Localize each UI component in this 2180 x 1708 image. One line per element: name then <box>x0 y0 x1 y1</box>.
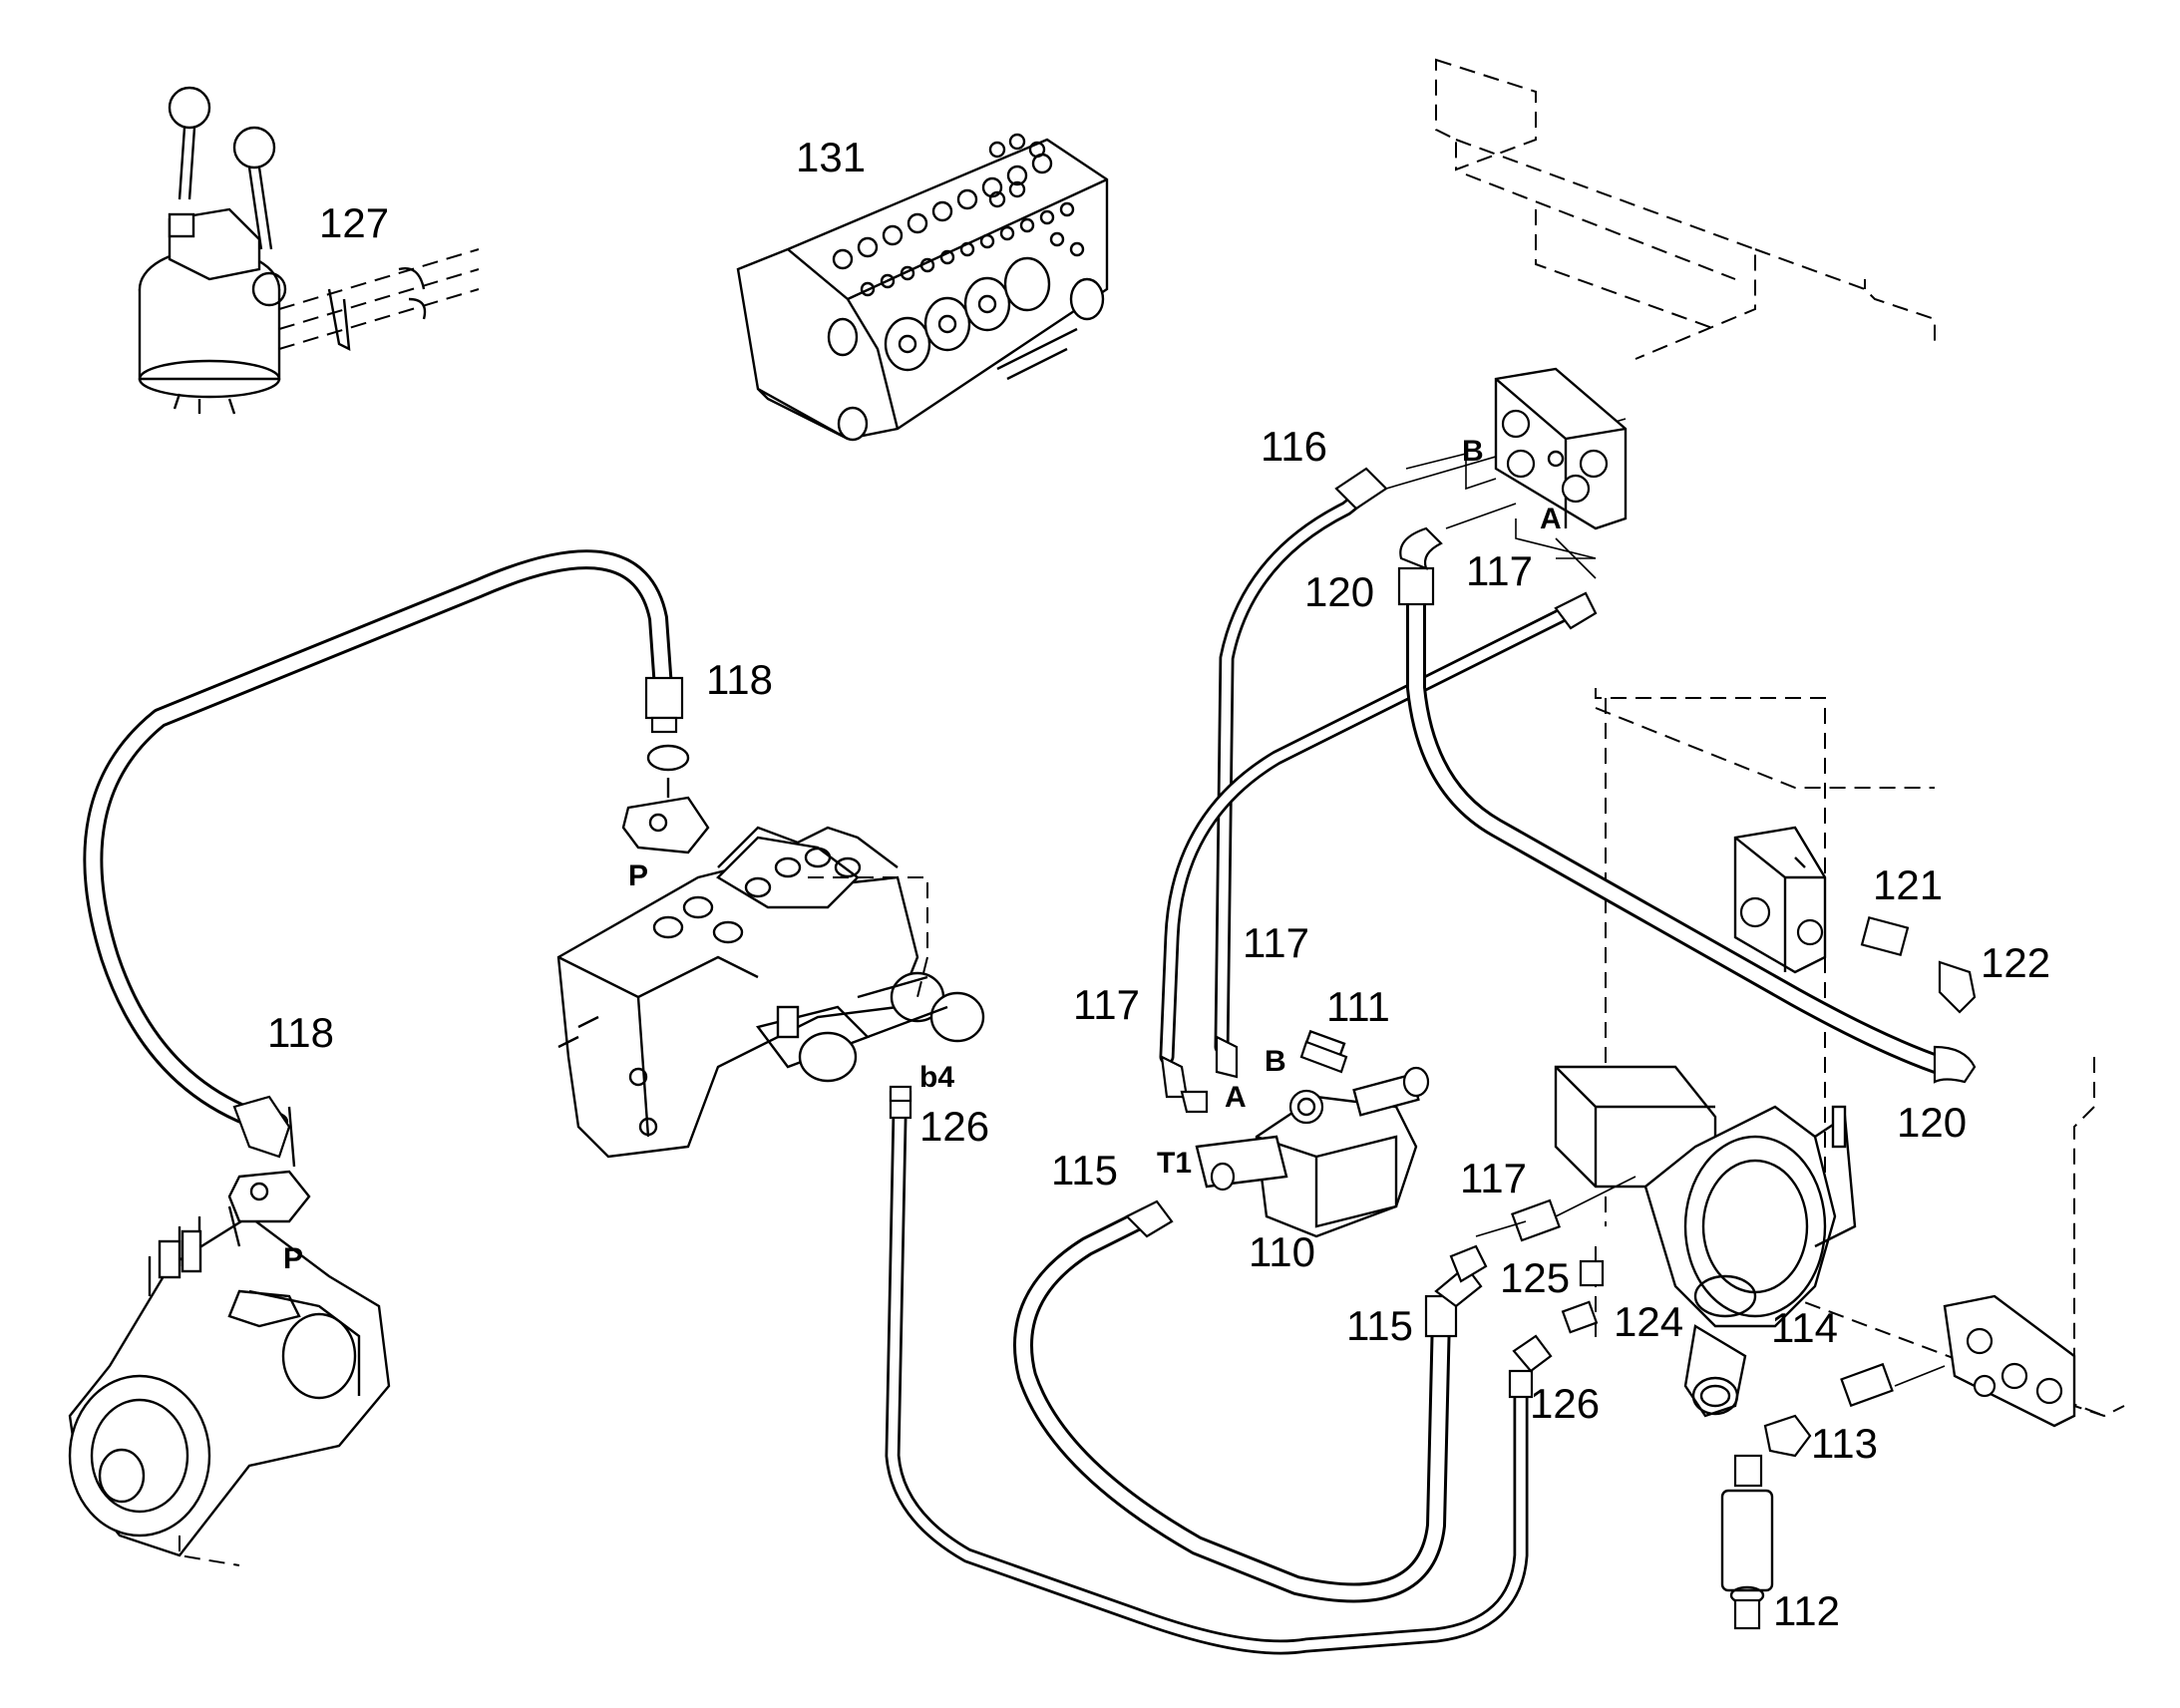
fitting-124[interactable] <box>1561 1259 1605 1334</box>
port-b-valve110: B <box>1265 1045 1286 1078</box>
hose-126[interactable] <box>885 1090 1553 1655</box>
fitting-116[interactable] <box>1511 1198 1561 1242</box>
callout-127: 127 <box>319 199 389 246</box>
callout-124: 124 <box>1614 1298 1683 1345</box>
callout-126-top: 126 <box>919 1103 989 1150</box>
hose-115[interactable] <box>1013 1199 1483 1603</box>
callout-118-left: 118 <box>267 1009 334 1056</box>
callout-117-right: 117 <box>1466 547 1533 594</box>
filter-112[interactable] <box>1720 1489 1774 1630</box>
hose-118[interactable] <box>83 549 684 1159</box>
control-panel[interactable] <box>736 133 1109 442</box>
callout-131: 131 <box>796 134 866 180</box>
callout-118-top: 118 <box>706 656 773 703</box>
callout-113: 113 <box>1811 1420 1878 1467</box>
callout-114: 114 <box>1771 1304 1838 1351</box>
port-a-valve110: A <box>1225 1081 1247 1114</box>
fitting-125[interactable] <box>1449 1244 1488 1283</box>
manifold-block-upper[interactable] <box>1494 367 1628 530</box>
callout-122: 122 <box>1981 939 2050 986</box>
port-b4: b4 <box>919 1061 954 1094</box>
callouts: 131 127 116 120 117 118 121 122 117 117 … <box>267 134 2050 1634</box>
callout-117-left: 117 <box>1073 981 1140 1028</box>
leader-lines <box>1405 452 1946 1387</box>
fitting-121[interactable] <box>1860 915 1910 957</box>
hydraulic-pump[interactable] <box>68 1205 391 1566</box>
callout-125: 125 <box>1500 1254 1570 1301</box>
manifold-block-lower[interactable] <box>1943 1294 2076 1428</box>
hose-117-b[interactable] <box>1214 467 1388 1079</box>
port-a-block: A <box>1540 503 1562 535</box>
valve-110[interactable] <box>1195 1029 1430 1238</box>
callout-120-top: 120 <box>1304 568 1374 615</box>
port-labels: P P B A B A T1 b4 <box>283 435 1562 1275</box>
callout-117-mid: 117 <box>1243 919 1309 966</box>
hose-120[interactable] <box>1397 526 1977 1084</box>
control-valve-block[interactable] <box>556 826 985 1159</box>
pilot-control-unit[interactable] <box>138 86 480 415</box>
callout-112: 112 <box>1773 1587 1840 1634</box>
callout-117-top: 116 <box>1261 423 1327 470</box>
port-t1: T1 <box>1157 1147 1192 1180</box>
hose-117-a[interactable] <box>1159 591 1598 1114</box>
callout-116: 117 <box>1460 1155 1527 1201</box>
valve-block-121[interactable] <box>1733 826 1827 974</box>
callout-111: 111 <box>1326 983 1390 1030</box>
port-b-block: B <box>1462 435 1484 468</box>
callout-115-top: 115 <box>1051 1147 1118 1194</box>
fitting-b4 <box>889 1085 912 1103</box>
callout-110: 110 <box>1249 1228 1315 1275</box>
valve-flange-clamp <box>621 744 710 854</box>
hydraulic-motor[interactable] <box>1554 1065 1857 1418</box>
callout-126-bottom: 126 <box>1530 1380 1600 1427</box>
bolt-111[interactable] <box>1299 1040 1348 1074</box>
panel-indicator-lights <box>832 133 1085 297</box>
port-p-valve: P <box>628 859 648 892</box>
fitting-113[interactable] <box>1733 1362 1894 1488</box>
callout-121: 121 <box>1873 861 1943 908</box>
callout-120-bottom: 120 <box>1897 1099 1967 1146</box>
panel-gauges <box>884 256 1051 372</box>
port-p-pump: P <box>283 1242 303 1275</box>
callout-115-bottom: 115 <box>1346 1302 1413 1349</box>
fitting-122[interactable] <box>1938 960 1977 1014</box>
chassis-frame <box>1385 58 2125 1418</box>
